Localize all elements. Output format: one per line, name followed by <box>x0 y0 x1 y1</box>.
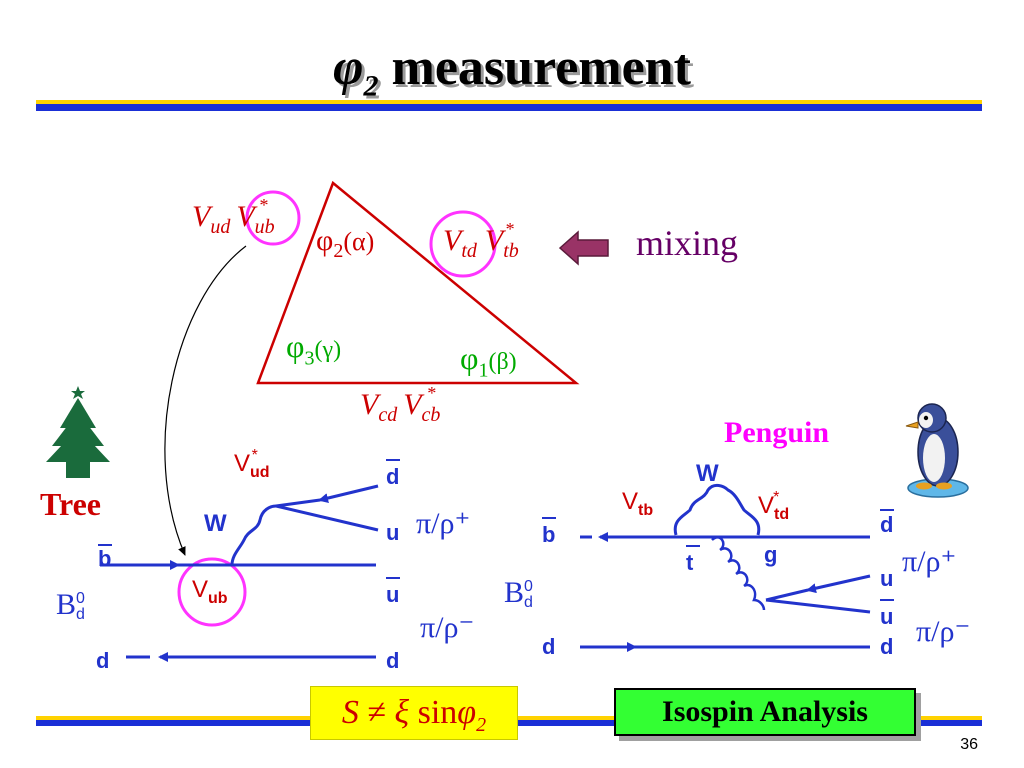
curved-link-arrow <box>164 245 247 556</box>
penguin-vtb: Vtb <box>622 488 654 519</box>
tree-pi-plus: π/ρ⁺ <box>416 507 471 540</box>
penguin-out-ubar: u <box>880 604 894 629</box>
penguin-b-label: b <box>542 522 556 547</box>
formula-phi: φ <box>457 694 477 731</box>
penguin-g-label: g <box>764 542 778 567</box>
tree-d-label: d <box>96 648 110 673</box>
title-text: measurement <box>391 39 691 96</box>
mixing-label: mixing <box>636 223 739 263</box>
highlight-circle-vtd <box>429 210 497 278</box>
tree-label: Tree <box>40 486 101 522</box>
page-number: 36 <box>960 736 978 753</box>
formula-sin: sin <box>409 694 458 731</box>
tree-out-d: d <box>386 648 400 673</box>
tree-overlines <box>98 459 400 579</box>
formula-xi: ξ <box>394 694 410 731</box>
penguin-out-u: u <box>880 566 894 591</box>
title-subscript: 2 <box>363 69 379 103</box>
tree-out-u: u <box>386 520 400 545</box>
formula-neq: ≠ <box>358 694 395 731</box>
tree-vud: Vud* <box>234 447 270 481</box>
unitarity-triangle <box>256 180 580 385</box>
penguin-overlines <box>542 509 894 601</box>
penguin-out-d: d <box>880 634 894 659</box>
penguin-pi-minus: π/ρ⁻ <box>916 615 971 648</box>
formula-s: S <box>341 694 359 731</box>
tree-diagram-lines <box>100 484 379 662</box>
penguin-vtd: Vtd* <box>758 489 790 523</box>
title-bar-yellow <box>36 100 982 104</box>
title-symbol: φ <box>333 39 364 96</box>
tree-b-label: b <box>98 546 112 571</box>
highlight-circle-vub <box>245 190 301 246</box>
penguin-icon <box>905 403 969 498</box>
title-bar-blue <box>36 104 982 111</box>
formula-box: S ≠ ξ sinφ2 <box>310 686 518 740</box>
tree-pi-minus: π/ρ⁻ <box>420 611 475 644</box>
penguin-out-dbar: d <box>880 512 894 537</box>
highlight-circle-vub-tree <box>177 557 247 627</box>
page-title: φ2 measurement <box>0 38 1024 101</box>
penguin-t-label: t <box>686 550 694 575</box>
tree-vub: Vub <box>192 576 228 607</box>
penguin-label: Penguin <box>724 416 830 449</box>
isospin-analysis-box: Isospin Analysis <box>614 688 916 736</box>
angle-phi1: φ1(β) <box>460 340 517 382</box>
penguin-pi-plus: π/ρ⁺ <box>902 545 957 578</box>
penguin-w-label: W <box>696 460 719 487</box>
mixing-arrow <box>558 230 609 266</box>
penguin-d-label: d <box>542 634 556 659</box>
tree-out-ubar: u <box>386 582 400 607</box>
angle-phi2: φ2(α) <box>316 224 375 262</box>
angle-phi3: φ3(γ) <box>286 328 342 370</box>
formula-sub: 2 <box>476 713 487 736</box>
tree-icon <box>46 386 110 478</box>
tree-w-label: W <box>204 510 227 537</box>
penguin-diagram-lines <box>580 483 871 652</box>
tree-out-dbar: d <box>386 464 400 489</box>
